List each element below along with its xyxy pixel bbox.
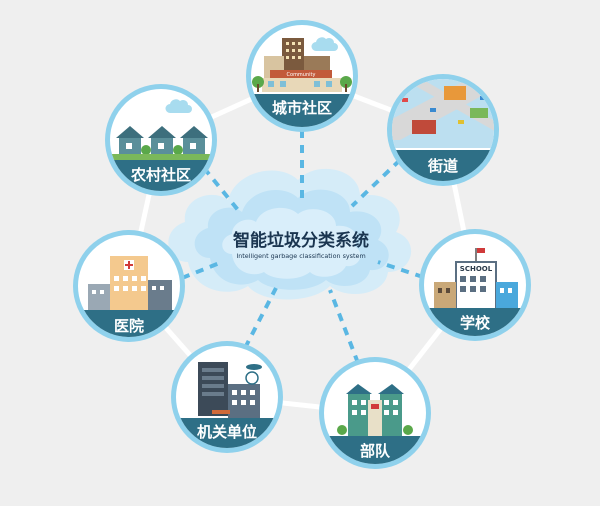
hub-cloud: 智能垃圾分类系统 Intelligent garbage classificat… [168, 168, 412, 300]
spoke [328, 289, 360, 364]
node-label: 机关单位 [197, 423, 257, 441]
spoke [350, 158, 402, 208]
node-label: 农村社区 [130, 166, 191, 184]
node-school[interactable]: SCHOOL 学校 [415, 229, 535, 348]
community-sign: Community [287, 72, 316, 78]
node-government[interactable]: 机关单位 [167, 341, 287, 458]
node-hospital[interactable]: 医院 [69, 230, 189, 350]
hub-title: 智能垃圾分类系统 [233, 230, 369, 251]
node-city-community[interactable]: Community 城市社区 [240, 20, 364, 134]
hospital-building-icon [88, 256, 172, 312]
spoke [243, 287, 278, 349]
city-buildings-icon: Community [252, 37, 352, 92]
node-label: 城市社区 [272, 99, 332, 117]
office-building-icon [198, 362, 262, 418]
spoke [202, 166, 240, 212]
village-houses-icon [110, 99, 212, 160]
node-military[interactable]: 部队 [315, 357, 435, 476]
node-rural-community[interactable]: 农村社区 [101, 84, 221, 200]
barracks-building-icon [337, 384, 413, 436]
spoke [377, 260, 424, 279]
node-street[interactable]: 街道 [380, 74, 510, 190]
dashed-spokes [181, 130, 424, 364]
spoke [181, 260, 223, 280]
node-label: 医院 [114, 317, 144, 335]
hub-subtitle: Intelligent garbage classification syste… [236, 252, 365, 260]
node-label: 部队 [360, 442, 391, 460]
node-label: 学校 [460, 314, 491, 332]
school-sign: SCHOOL [460, 265, 493, 273]
node-label: 街道 [427, 157, 458, 175]
school-building-icon: SCHOOL [434, 248, 518, 312]
cloud-core [222, 207, 361, 279]
